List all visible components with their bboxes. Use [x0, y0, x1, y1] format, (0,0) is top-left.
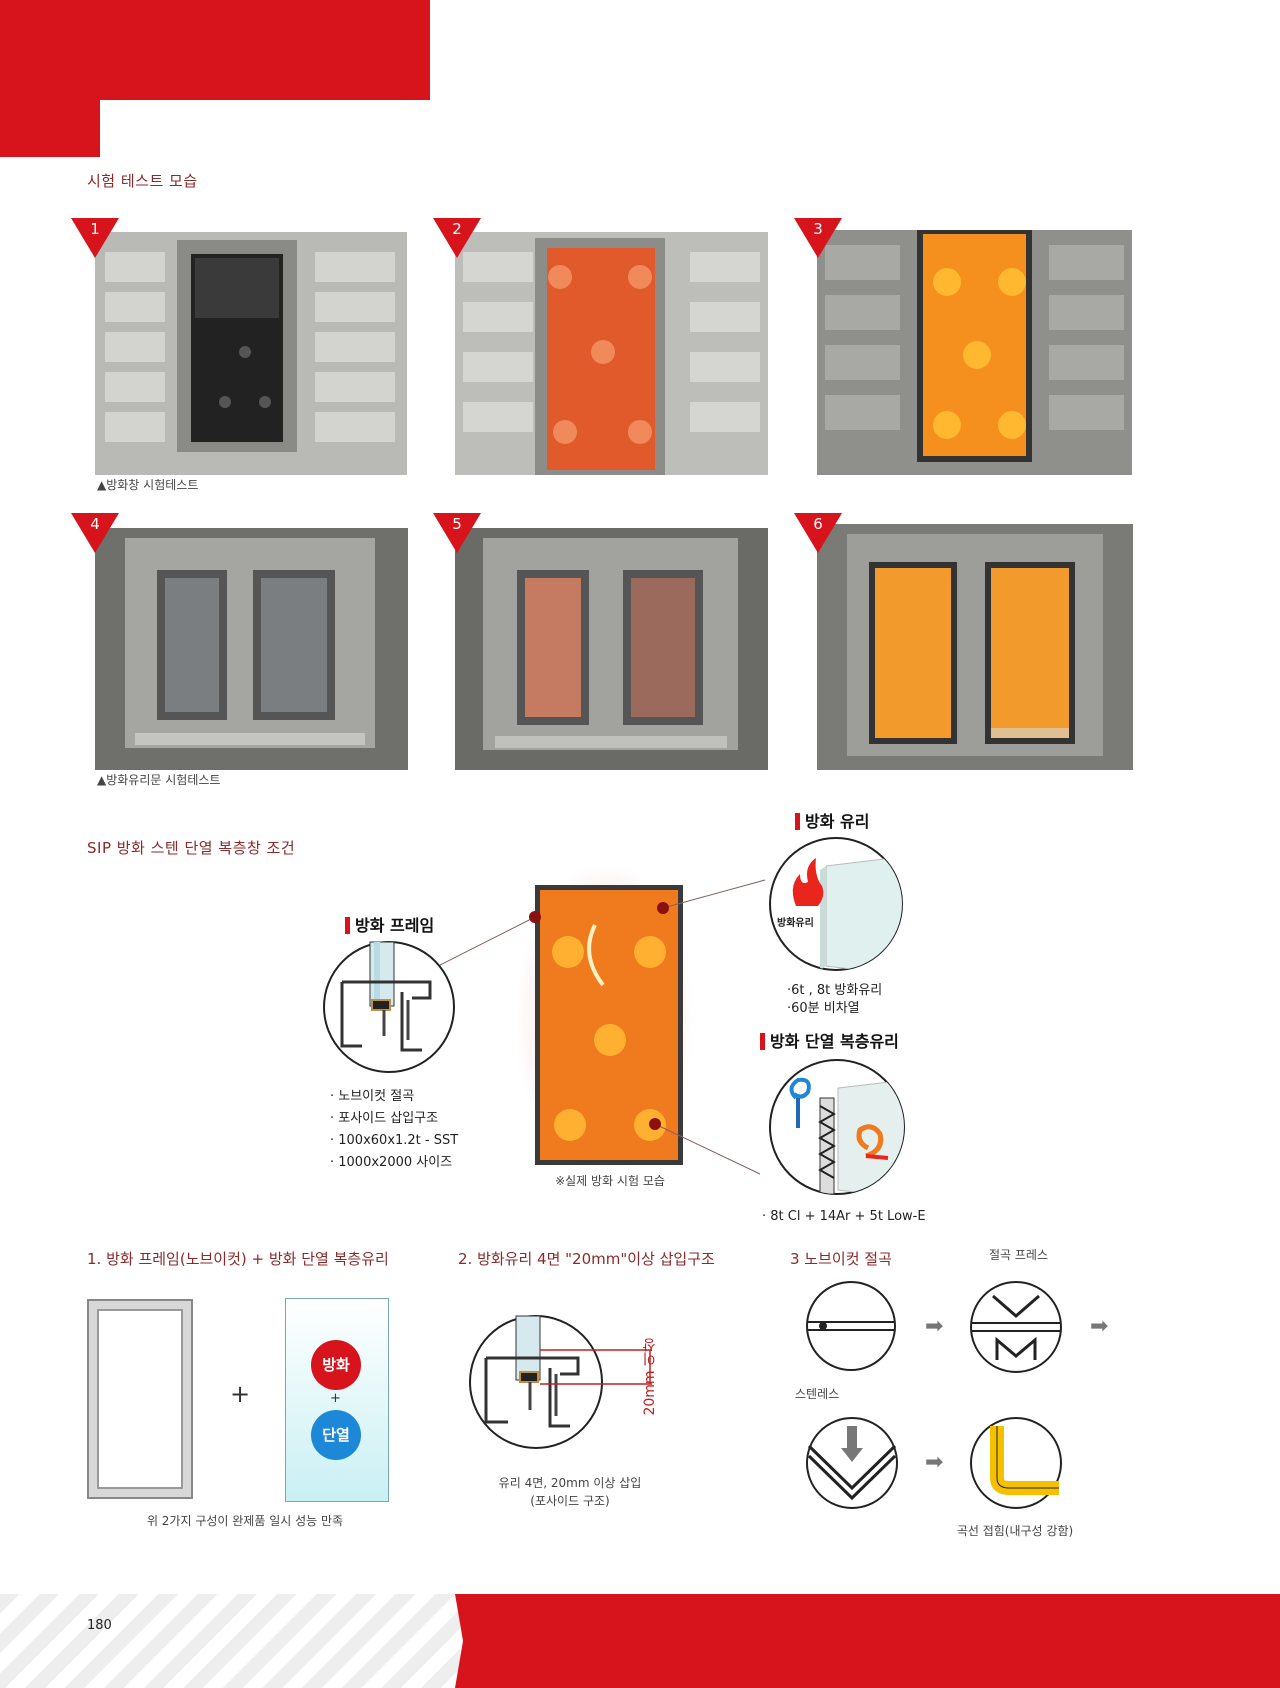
photo-4-badge	[71, 513, 119, 553]
arrow-right-icon: ➡	[925, 1450, 944, 1475]
caption-fire-glass-door-test: ▲방화유리문 시험테스트	[97, 773, 221, 787]
section-title-test: 시험 테스트 모습	[87, 172, 198, 190]
arrow-right-icon: ➡	[925, 1314, 944, 1339]
flame-icon	[792, 858, 824, 906]
press-label: 절곡 프레스	[989, 1248, 1049, 1262]
fire-glass-icon-label: 방화유리	[777, 918, 814, 929]
fire-frame-spec-item: · 100x60x1.2t - SST	[330, 1133, 459, 1148]
double-glass-heading: 방화 단열 복층유리	[760, 1028, 899, 1052]
fire-glass-spec-item: ·6t , 8t 방화유리	[787, 983, 883, 998]
fire-frame-spec-item: · 1000x2000 사이즈	[330, 1155, 453, 1170]
connector-lines	[440, 879, 766, 1175]
test-photo-5	[455, 528, 768, 770]
cold-swirl-icon	[789, 1077, 811, 1100]
insulation-badge: 단열	[311, 1410, 361, 1460]
item2-title: 2. 방화유리 4면 "20mm"이상 삽입구조	[458, 1250, 715, 1268]
test-photo-1	[95, 232, 407, 475]
section-title-sip-condition: SIP 방화 스텐 단열 복층창 조건	[87, 839, 296, 857]
fire-frame-spec-list: · 노브이컷 절곡 · 포사이드 삽입구조 · 100x60x1.2t - SS…	[330, 1086, 458, 1174]
header-red-tab	[0, 100, 100, 157]
double-glass-illustration	[768, 1058, 906, 1196]
fire-frame-illustration	[86, 1298, 194, 1500]
fire-badge: 방화	[311, 1340, 361, 1390]
stainless-plate-diagram	[805, 1280, 897, 1372]
footer-red-bar	[455, 1594, 1280, 1688]
item1-note: 위 2가지 구성이 완제품 일시 성능 만족	[146, 1514, 344, 1528]
dimension-lines	[540, 1349, 652, 1385]
photo-2-badge	[433, 218, 481, 258]
badge-plus: +	[330, 1391, 341, 1406]
photo-6-badge	[794, 513, 842, 553]
fire-glass-heading: 방화 유리	[795, 808, 869, 832]
dimension-label: 20mm 이상	[642, 1338, 658, 1416]
fire-frame-spec-item: · 포사이드 삽입구조	[330, 1111, 439, 1126]
photo-5-badge	[433, 513, 481, 553]
item1-title: 1. 방화 프레임(노브이컷) + 방화 단열 복층유리	[87, 1250, 389, 1268]
v-cut-diagram	[805, 1416, 899, 1510]
fire-glass-spec-list: ·6t , 8t 방화유리 ·60분 비차열	[787, 982, 882, 1018]
heat-swirl-icon	[856, 1124, 884, 1159]
press-diagram	[969, 1280, 1063, 1374]
arrow-right-icon: ➡	[1090, 1314, 1109, 1339]
photo-6-number: 6	[813, 515, 823, 533]
double-glass-panel	[285, 1298, 389, 1502]
test-photo-4	[95, 528, 408, 770]
actual-test-caption: ※실제 방화 시험 모습	[555, 1174, 665, 1188]
photo-3-badge	[794, 218, 842, 258]
double-glass-spec: · 8t Cl + 14Ar + 5t Low-E	[762, 1209, 926, 1224]
photo-5-number: 5	[452, 515, 462, 533]
photo-3-number: 3	[813, 220, 823, 238]
stainless-label: 스텐레스	[795, 1387, 840, 1401]
page-number: 180	[87, 1618, 112, 1633]
item1-plus-sign: +	[230, 1380, 251, 1408]
fire-glass-illustration	[768, 836, 904, 972]
fire-frame-cross-section	[322, 940, 456, 1074]
fire-frame-heading: 방화 프레임	[345, 912, 434, 936]
actual-fire-test-photo	[535, 885, 683, 1165]
insertion-cross-section	[466, 1312, 606, 1452]
test-photo-6	[817, 524, 1133, 770]
caption-fire-window-test: ▲방화창 시험테스트	[97, 478, 199, 492]
fire-glass-spec-item: ·60분 비차열	[787, 1001, 860, 1016]
fire-frame-spec-item: · 노브이컷 절곡	[330, 1089, 415, 1104]
photo-2-number: 2	[452, 220, 462, 238]
photo-1-badge	[71, 218, 119, 258]
curved-bend-diagram	[969, 1416, 1063, 1510]
footer-stripes	[0, 1594, 460, 1688]
item3-title: 3 노브이컷 절곡	[790, 1250, 892, 1268]
test-photo-2	[455, 232, 768, 475]
header-red-block	[0, 0, 430, 100]
photo-1-number: 1	[90, 220, 100, 238]
item3-note: 곡선 접힘(내구성 강함)	[956, 1524, 1074, 1538]
photo-4-number: 4	[90, 515, 100, 533]
test-photo-3	[817, 230, 1132, 475]
item2-note-line1: 유리 4면, 20mm 이상 삽입	[498, 1476, 642, 1490]
item2-note-line2: (포사이드 구조)	[530, 1494, 610, 1508]
